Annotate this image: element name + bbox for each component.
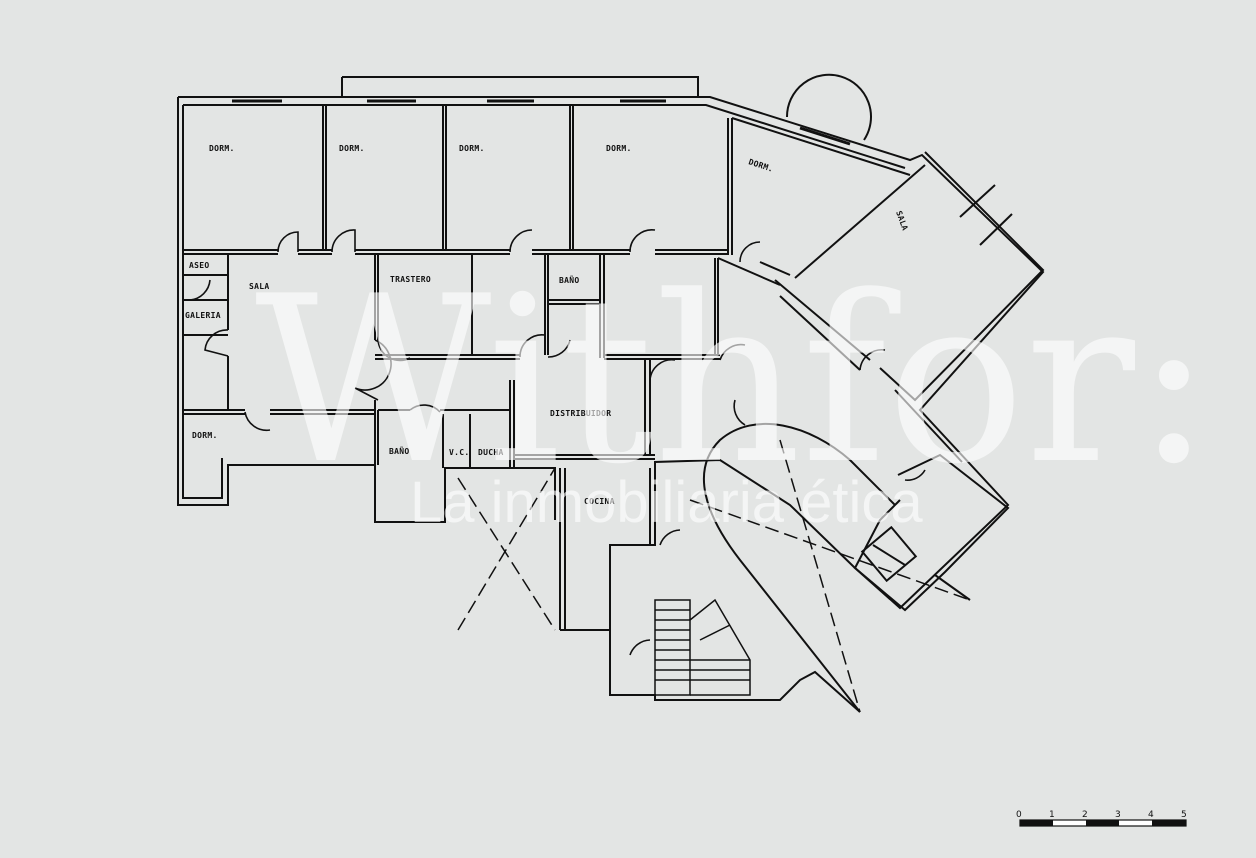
room-labels: DORM. DORM. DORM. DORM. DORM. DORM. SALA… bbox=[185, 144, 910, 506]
corner-stair-room bbox=[853, 453, 1010, 612]
label-aseo: ASEO bbox=[189, 261, 209, 270]
label-dorm-1: DORM. bbox=[209, 144, 235, 153]
watermark-brand: Withfor: bbox=[255, 248, 1213, 515]
label-sala-main: SALA bbox=[249, 282, 269, 291]
label-ducha: DUCHA bbox=[478, 448, 504, 457]
label-dorm-2: DORM. bbox=[339, 144, 365, 153]
interior-walls bbox=[183, 105, 963, 631]
exterior-walls bbox=[177, 76, 1045, 713]
label-galeria: GALERIA bbox=[185, 311, 221, 320]
scale-tick-4: 4 bbox=[1148, 810, 1154, 820]
label-trastero: TRASTERO bbox=[390, 275, 431, 284]
label-cocina: COCINA bbox=[584, 497, 615, 506]
label-vc: V.C. bbox=[449, 448, 469, 457]
label-dorm-4: DORM. bbox=[606, 144, 632, 153]
label-bano-2: BAÑO bbox=[389, 446, 409, 456]
scale-tick-1: 1 bbox=[1049, 810, 1055, 820]
label-bano-1: BAÑO bbox=[559, 275, 579, 285]
scale-tick-5: 5 bbox=[1181, 810, 1187, 820]
projection-lines bbox=[457, 439, 971, 713]
scale-tick-2: 2 bbox=[1082, 810, 1088, 820]
label-sala-corner: SALA bbox=[894, 210, 909, 232]
label-dorm-6: DORM. bbox=[192, 431, 218, 440]
watermark: Withfor: La inmobiliaria ética bbox=[255, 248, 1213, 535]
scale-bar: 0 1 2 3 4 5 bbox=[1016, 810, 1187, 827]
scale-tick-3: 3 bbox=[1115, 810, 1121, 820]
windows bbox=[232, 99, 851, 146]
bay-window bbox=[785, 73, 872, 141]
label-dorm-3: DORM. bbox=[459, 144, 485, 153]
sala-corner-walls bbox=[794, 151, 1045, 402]
scale-tick-0: 0 bbox=[1016, 810, 1022, 820]
label-dorm-5: DORM. bbox=[747, 157, 774, 173]
curved-landing bbox=[702, 422, 896, 713]
label-distribuidor: DISTRIBUIDOR bbox=[550, 409, 611, 418]
watermark-tagline: La inmobiliaria ética bbox=[410, 470, 923, 535]
stairs bbox=[654, 598, 751, 696]
door-swings bbox=[189, 229, 926, 656]
